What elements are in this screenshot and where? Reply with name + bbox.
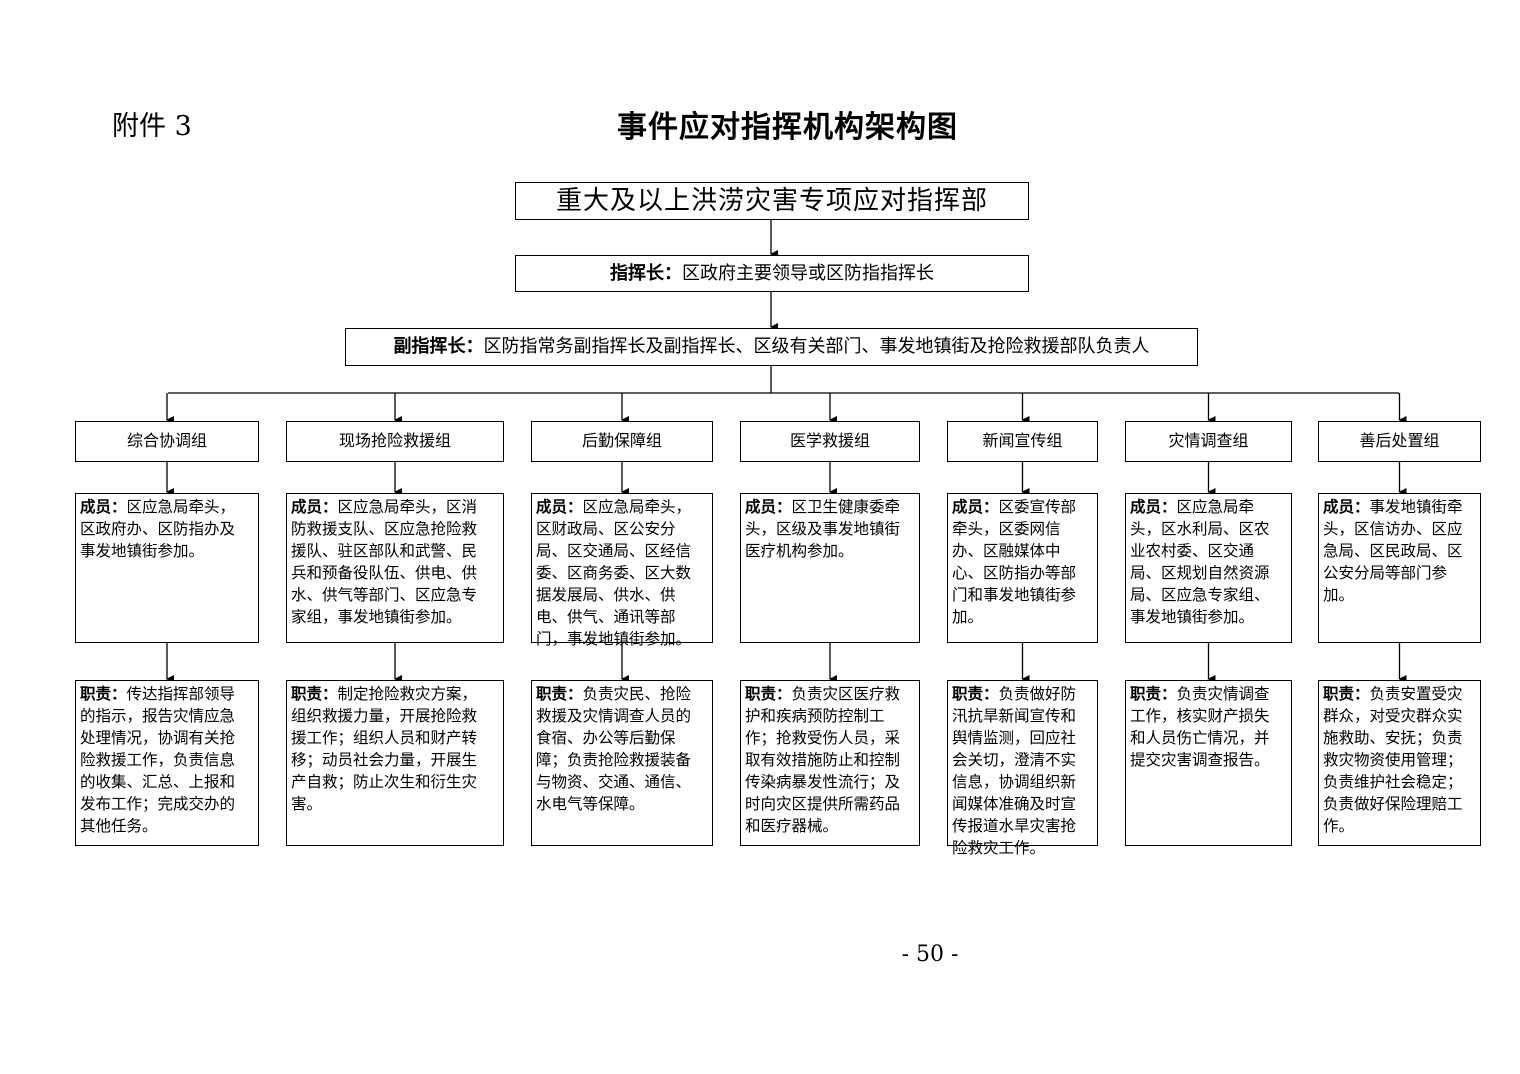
- headquarters-box: 重大及以上洪涝灾害专项应对指挥部: [515, 182, 1029, 220]
- members-label: 成员：: [952, 498, 999, 516]
- duties-label: 职责：: [536, 685, 583, 703]
- members-box: 成员：区委宣传部 牵头，区委网信 办、区融媒体中 心、区防指办等部 门和事发地镇…: [947, 493, 1098, 643]
- group-header: 灾情调查组: [1125, 421, 1292, 462]
- members-box: 成员：区应急局牵头， 区政府办、区防指办及 事发地镇街参加。: [75, 493, 259, 643]
- members-box: 成员：区应急局牵 头，区水利局、区农 业农村委、区交通 局、区规划自然资源 局、…: [1125, 493, 1292, 643]
- members-text: 事发地镇街牵 头，区信访办、区应 急局、区民政局、区 公安分局等部门参 加。: [1323, 498, 1463, 604]
- members-label: 成员：: [1130, 498, 1177, 516]
- members-text: 区应急局牵头， 区财政局、区公安分 局、区交通局、区经信 委、区商务委、区大数 …: [536, 498, 692, 648]
- attachment-label: 附件 3: [112, 111, 192, 142]
- page-title: 事件应对指挥机构架构图: [617, 110, 958, 145]
- group-header: 后勤保障组: [531, 421, 713, 462]
- members-label: 成员：: [536, 498, 583, 516]
- members-label: 成员：: [291, 498, 338, 516]
- group-header: 综合协调组: [75, 421, 259, 462]
- members-label: 成员：: [1323, 498, 1370, 516]
- page-number: - 50 -: [901, 942, 959, 967]
- duties-text: 制定抢险救灾方案， 组织救援力量，开展抢险救 援工作；组织人员和财产转 移；动员…: [291, 685, 478, 813]
- deputy-text: 区防指常务副指挥长及副指挥长、区级有关部门、事发地镇街及抢险救援部队负责人: [483, 336, 1150, 357]
- members-text: 区委宣传部 牵头，区委网信 办、区融媒体中 心、区防指办等部 门和事发地镇街参 …: [952, 498, 1077, 626]
- duties-box: 职责：传达指挥部领导 的指示，报告灾情应急 处理情况，协调有关抢 险救援工作，负…: [75, 680, 259, 846]
- members-box: 成员：区应急局牵头，区消 防救援支队、区应急抢险救 援队、驻区部队和武警、民 兵…: [286, 493, 504, 643]
- deputy-commander-box: 副指挥长：区防指常务副指挥长及副指挥长、区级有关部门、事发地镇街及抢险救援部队负…: [345, 328, 1198, 366]
- members-box: 成员：事发地镇街牵 头，区信访办、区应 急局、区民政局、区 公安分局等部门参 加…: [1318, 493, 1481, 643]
- members-box: 成员：区卫生健康委牵 头，区级及事发地镇街 医疗机构参加。: [740, 493, 920, 643]
- duties-label: 职责：: [291, 685, 338, 703]
- deputy-label: 副指挥长：: [393, 336, 484, 357]
- duties-text: 负责灾民、抢险 救援及灾情调查人员的 食宿、办公等后勤保 障；负责抢险救援装备 …: [536, 685, 692, 813]
- duties-text: 负责灾情调查 工作，核实财产损失 和人员伤亡情况，并 提交灾害调查报告。: [1130, 685, 1270, 769]
- duties-label: 职责：: [1130, 685, 1177, 703]
- duties-box: 职责：负责灾区医疗救 护和疾病预防控制工 作；抢救受伤人员，采 取有效措施防止和…: [740, 680, 920, 846]
- group-header: 现场抢险救援组: [286, 421, 504, 462]
- group-header: 善后处置组: [1318, 421, 1481, 462]
- group-header: 医学救援组: [740, 421, 920, 462]
- members-box: 成员：区应急局牵头， 区财政局、区公安分 局、区交通局、区经信 委、区商务委、区…: [531, 493, 713, 648]
- duties-label: 职责：: [1323, 685, 1370, 703]
- commander-label: 指挥长：: [610, 263, 682, 284]
- duties-text: 负责做好防 汛抗旱新闻宣传和 舆情监测，回应社 会关切，澄清不实 信息，协调组织…: [952, 685, 1077, 857]
- duties-text: 负责灾区医疗救 护和疾病预防控制工 作；抢救受伤人员，采 取有效措施防止和控制 …: [745, 685, 901, 835]
- commander-box: 指挥长：区政府主要领导或区防指指挥长: [515, 255, 1029, 292]
- commander-text: 区政府主要领导或区防指指挥长: [682, 263, 934, 284]
- duties-box: 职责：负责做好防 汛抗旱新闻宣传和 舆情监测，回应社 会关切，澄清不实 信息，协…: [947, 680, 1098, 857]
- duties-label: 职责：: [745, 685, 792, 703]
- duties-box: 职责：负责灾民、抢险 救援及灾情调查人员的 食宿、办公等后勤保 障；负责抢险救援…: [531, 680, 713, 846]
- group-header: 新闻宣传组: [947, 421, 1098, 462]
- duties-box: 职责：制定抢险救灾方案， 组织救援力量，开展抢险救 援工作；组织人员和财产转 移…: [286, 680, 504, 846]
- duties-label: 职责：: [952, 685, 999, 703]
- duties-label: 职责：: [80, 685, 127, 703]
- members-text: 区卫生健康委牵 头，区级及事发地镇街 医疗机构参加。: [745, 498, 901, 560]
- duties-text: 传达指挥部领导 的指示，报告灾情应急 处理情况，协调有关抢 险救援工作，负责信息…: [80, 685, 236, 835]
- members-text: 区应急局牵头， 区政府办、区防指办及 事发地镇街参加。: [80, 498, 236, 560]
- duties-box: 职责：负责灾情调查 工作，核实财产损失 和人员伤亡情况，并 提交灾害调查报告。: [1125, 680, 1292, 846]
- members-label: 成员：: [745, 498, 792, 516]
- members-text: 区应急局牵头，区消 防救援支队、区应急抢险救 援队、驻区部队和武警、民 兵和预备…: [291, 498, 478, 626]
- members-label: 成员：: [80, 498, 127, 516]
- duties-text: 负责安置受灾 群众，对受灾群众实 施救助、安抚；负责 救灾物资使用管理； 负责维…: [1323, 685, 1463, 835]
- duties-box: 职责：负责安置受灾 群众，对受灾群众实 施救助、安抚；负责 救灾物资使用管理； …: [1318, 680, 1481, 846]
- members-text: 区应急局牵 头，区水利局、区农 业农村委、区交通 局、区规划自然资源 局、区应急…: [1130, 498, 1270, 626]
